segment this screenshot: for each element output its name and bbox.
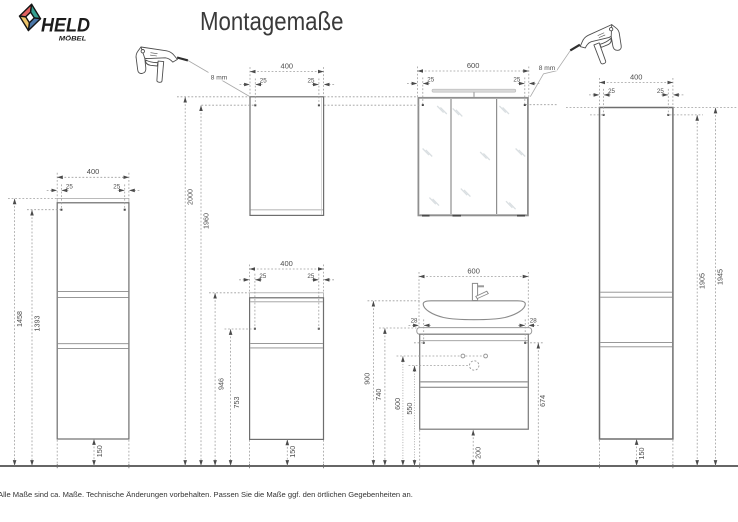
svg-text:150: 150 (288, 446, 297, 458)
svg-text:28: 28 (530, 318, 537, 325)
svg-text:25: 25 (66, 184, 73, 191)
svg-text:28: 28 (411, 318, 418, 325)
svg-text:674: 674 (538, 395, 547, 407)
svg-text:900: 900 (363, 373, 372, 385)
svg-text:753: 753 (232, 397, 241, 409)
svg-text:1945: 1945 (716, 269, 725, 285)
svg-text:946: 946 (217, 378, 226, 390)
svg-text:25: 25 (308, 78, 315, 85)
svg-text:2000: 2000 (186, 189, 195, 205)
svg-text:400: 400 (87, 167, 100, 176)
svg-text:200: 200 (473, 447, 482, 459)
svg-text:25: 25 (608, 88, 615, 95)
svg-text:25: 25 (513, 77, 520, 84)
svg-text:550: 550 (405, 403, 414, 415)
svg-text:25: 25 (260, 78, 267, 85)
svg-text:25: 25 (657, 88, 664, 95)
svg-text:8 mm: 8 mm (539, 65, 556, 72)
svg-text:150: 150 (95, 445, 104, 457)
svg-text:HELD: HELD (41, 15, 90, 37)
svg-text:400: 400 (281, 62, 294, 71)
svg-text:MÖBEL: MÖBEL (59, 34, 87, 43)
svg-text:25: 25 (113, 184, 120, 191)
svg-text:8 mm: 8 mm (211, 75, 228, 82)
svg-text:25: 25 (307, 273, 314, 280)
svg-text:25: 25 (259, 273, 266, 280)
svg-text:1960: 1960 (202, 213, 211, 229)
svg-text:400: 400 (280, 259, 293, 268)
svg-text:Alle Maße sind ca. Maße. Techn: Alle Maße sind ca. Maße. Technische Ände… (0, 490, 413, 499)
svg-text:Montagemaße: Montagemaße (200, 6, 344, 36)
svg-text:150: 150 (637, 448, 646, 460)
svg-text:1458: 1458 (15, 311, 24, 327)
svg-text:600: 600 (467, 266, 480, 275)
svg-text:25: 25 (427, 77, 434, 84)
svg-text:740: 740 (374, 389, 383, 401)
svg-text:1905: 1905 (697, 273, 706, 289)
svg-text:600: 600 (467, 61, 480, 70)
svg-text:400: 400 (630, 72, 643, 81)
svg-text:600: 600 (393, 398, 402, 410)
svg-text:1393: 1393 (33, 316, 42, 332)
